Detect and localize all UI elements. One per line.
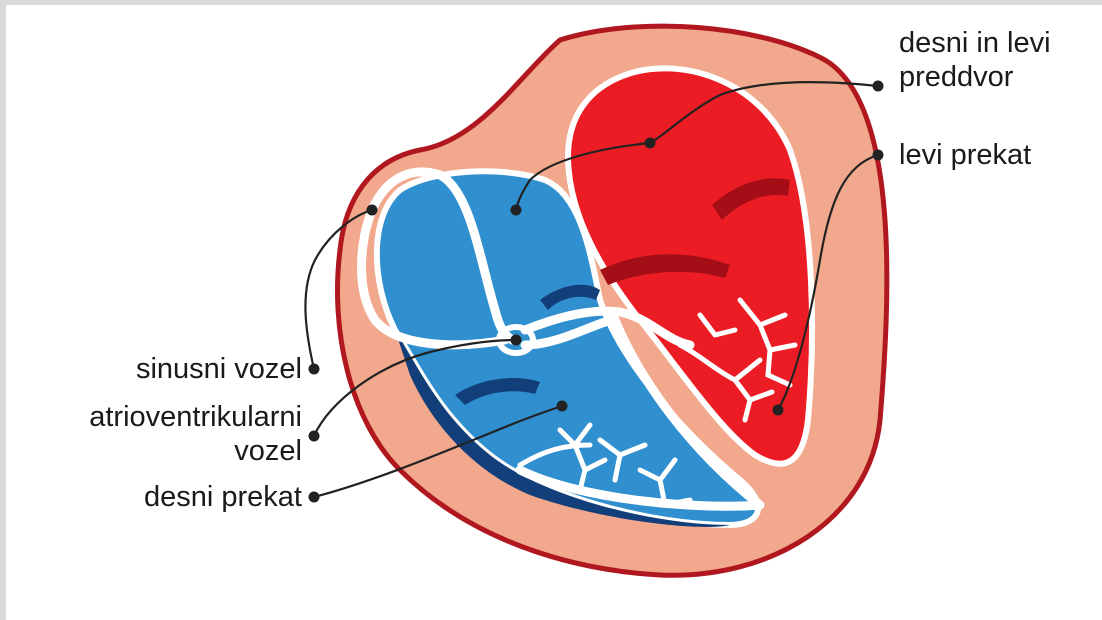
label-av-node: atrioventrikularni vozel [89, 400, 302, 468]
label-right-ventricle: desni prekat [144, 480, 302, 514]
dot-atria-label [873, 81, 884, 92]
label-atria: desni in levi preddvor [899, 26, 1051, 94]
dot-right-ventricle [557, 401, 568, 412]
dot-right-ventricle-label [309, 492, 320, 503]
dot-atria-right [511, 205, 522, 216]
label-left-ventricle: levi prekat [899, 138, 1031, 172]
dot-sinus-label [309, 364, 320, 375]
dot-av-node [511, 335, 522, 346]
dot-left-ventricle-label [873, 150, 884, 161]
label-sinus-node: sinusni vozel [136, 352, 302, 386]
dot-av-label [309, 431, 320, 442]
dot-sinus-node [367, 205, 378, 216]
dot-left-ventricle [773, 405, 784, 416]
dot-atria-left [645, 138, 656, 149]
